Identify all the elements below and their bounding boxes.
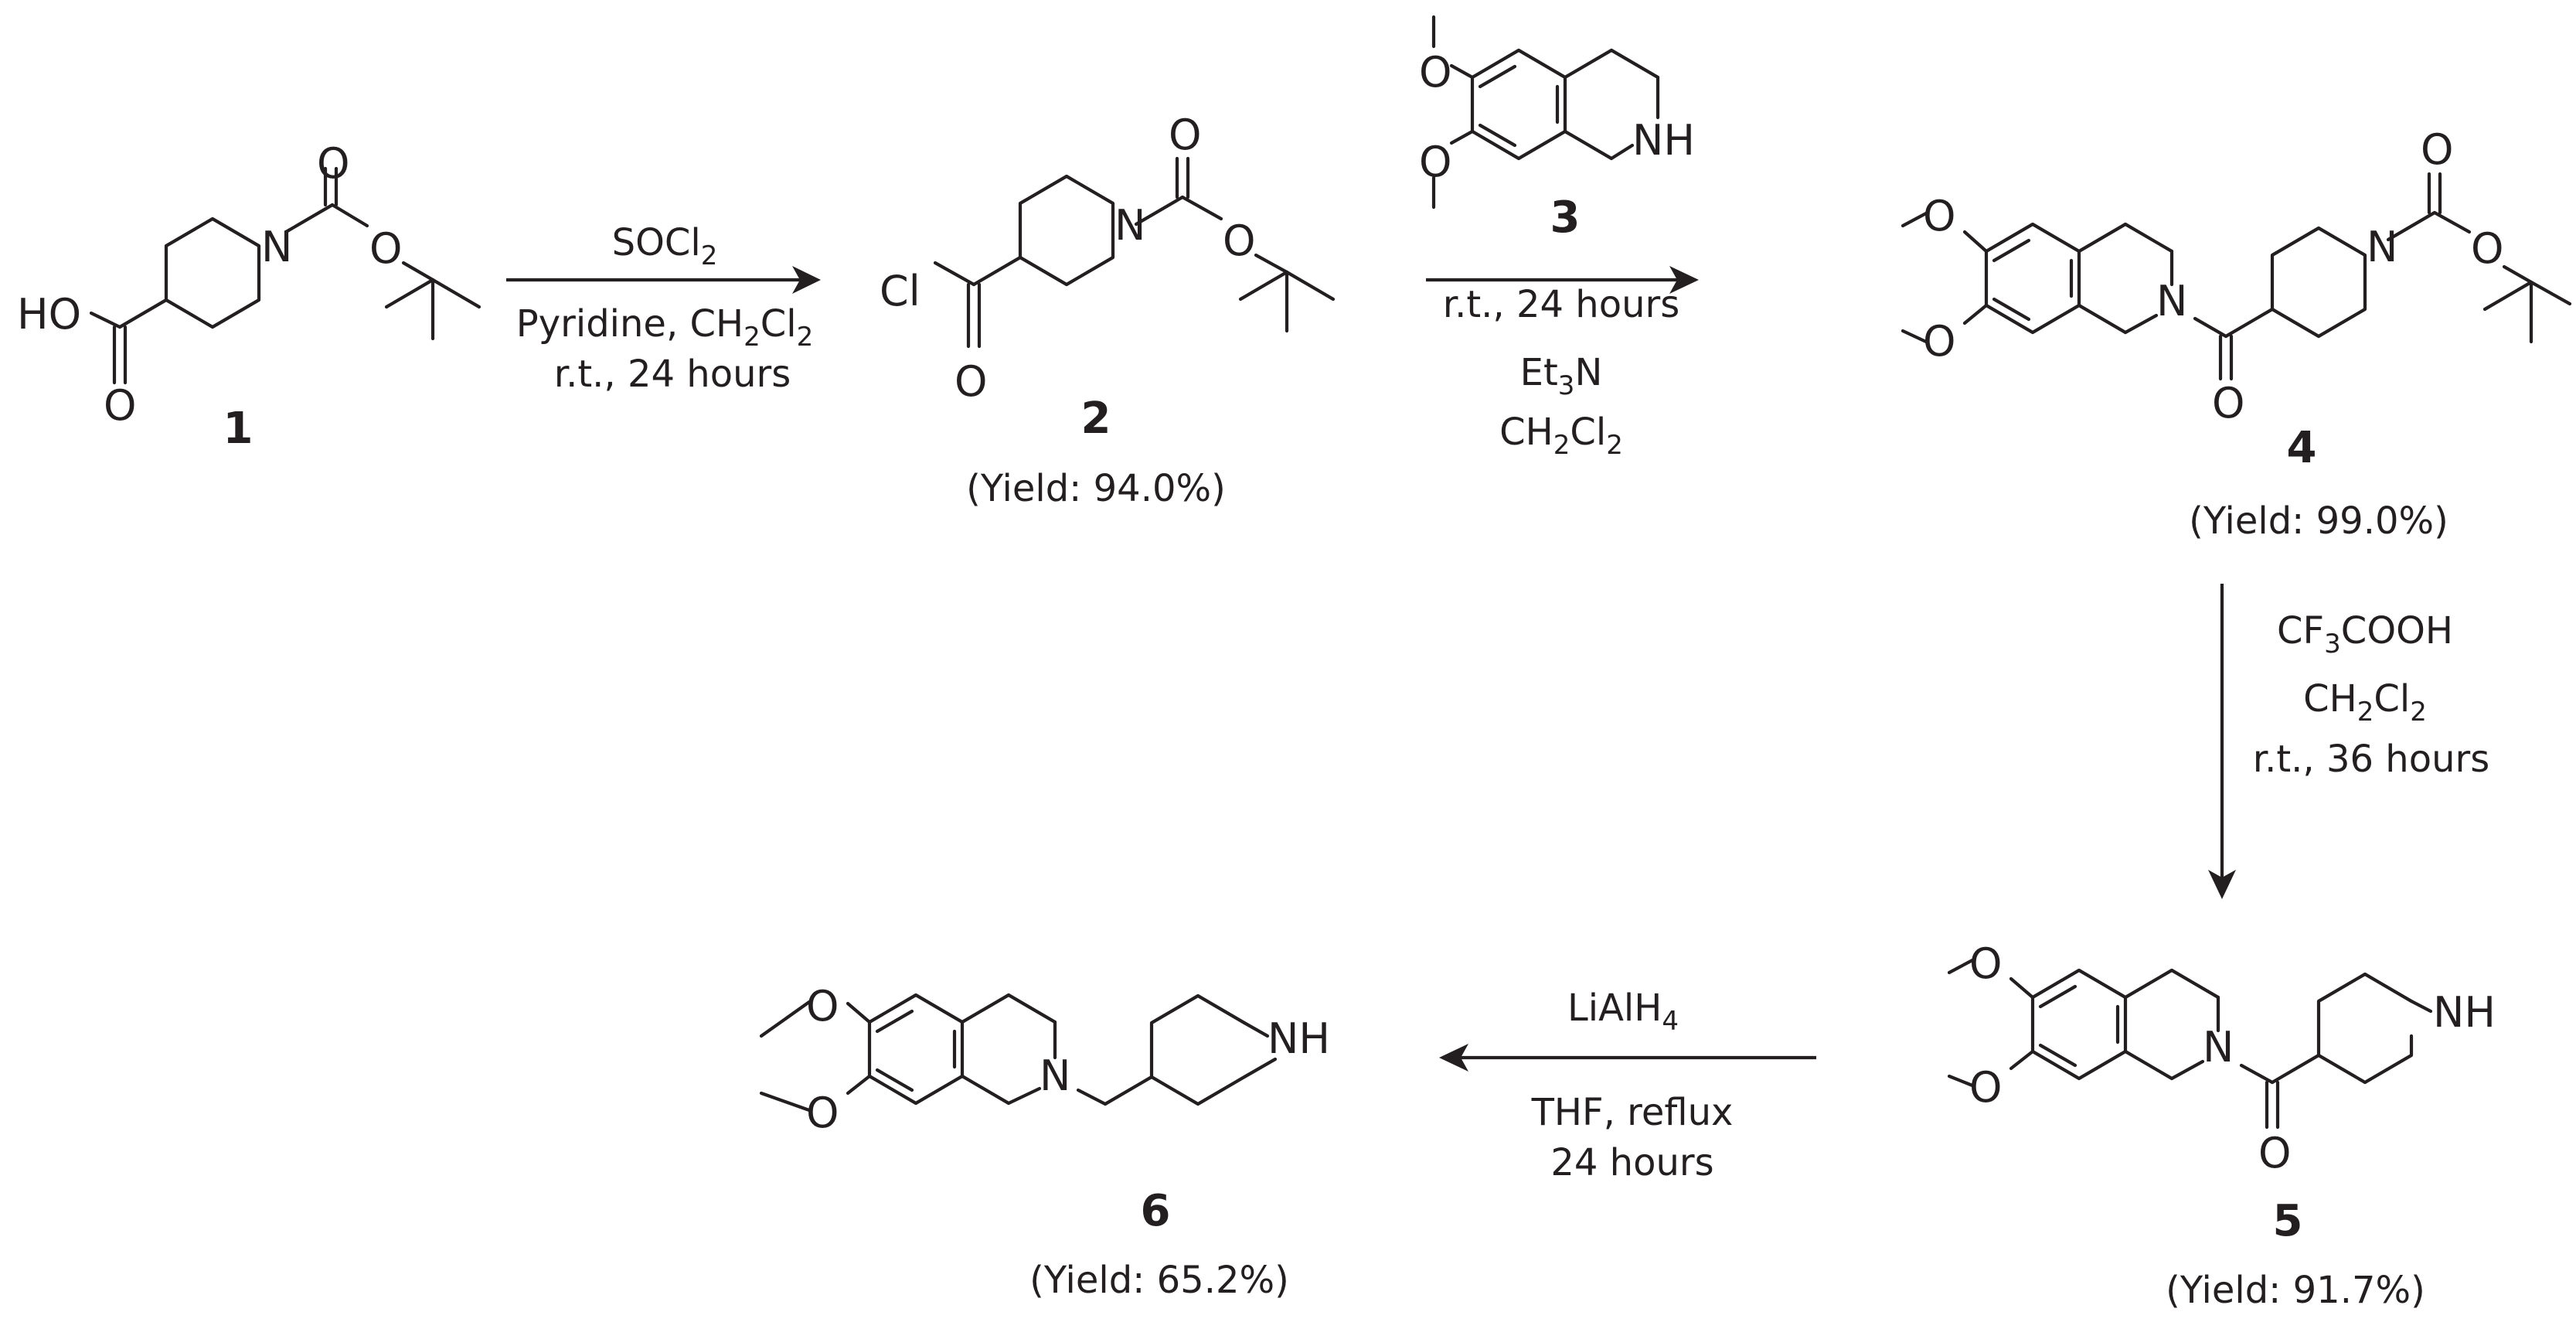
compound-6-label: 6 xyxy=(1141,1186,1171,1236)
condition-line: Et3N xyxy=(1520,351,1603,401)
compound-1-bonds xyxy=(164,216,261,329)
arrow-1-2 xyxy=(506,266,821,294)
condition-line: CH2Cl2 xyxy=(2303,677,2427,728)
compound-4-label: 4 xyxy=(2287,423,2317,473)
compound-5: O O N O NH 5 (Yield: 91.7%) xyxy=(1947,939,2496,1312)
condition-line: CF3COOH xyxy=(2277,609,2453,659)
compound-6-atom: N xyxy=(1040,1051,1070,1100)
compound-5-label: 5 xyxy=(2273,1196,2303,1246)
condition-line: 24 hours xyxy=(1550,1141,1713,1184)
compound-4-atom: N xyxy=(2156,277,2187,325)
compound-3-label: 3 xyxy=(1550,193,1581,243)
conditions-2: r.t., 24 hours Et3N CH2Cl2 xyxy=(1443,283,1679,461)
compound-5-atom: N xyxy=(2203,1023,2234,1072)
compound-4-atom: O xyxy=(1923,192,1956,240)
compound-2-yield: (Yield: 94.0%) xyxy=(966,467,1226,510)
condition-line: r.t., 24 hours xyxy=(1443,283,1679,326)
compound-2-atom: N xyxy=(1114,201,1145,250)
compound-6-atom: O xyxy=(806,1089,839,1137)
condition-line: CH2Cl2 xyxy=(1499,411,1623,461)
arrow-5-6 xyxy=(1439,1044,1816,1072)
compound-4-atom: O xyxy=(2421,125,2454,174)
compound-3-atom: O xyxy=(1419,48,1452,97)
compound-5-atom: O xyxy=(1969,1063,2003,1112)
compound-1-atom: O xyxy=(104,381,137,430)
compound-2-atom: O xyxy=(955,357,988,406)
compound-4-atom: O xyxy=(1923,317,1956,366)
condition-line: LiAlH4 xyxy=(1567,987,1679,1037)
compound-1-atom: O xyxy=(369,224,403,273)
compound-3: O O NH 3 xyxy=(1419,15,1695,243)
compound-6-yield: (Yield: 65.2%) xyxy=(1029,1259,1289,1302)
compound-6-atom: O xyxy=(806,982,839,1031)
compound-1-atom: O xyxy=(317,139,350,188)
condition-line: r.t., 36 hours xyxy=(2253,738,2489,781)
arrow-2-4 xyxy=(1426,266,1699,294)
compound-1-atom: HO xyxy=(17,290,81,339)
compound-5-atom: NH xyxy=(2433,988,2496,1037)
compound-5-yield: (Yield: 91.7%) xyxy=(2166,1269,2425,1312)
conditions-1: SOCl2 Pyridine, CH2Cl2 r.t., 24 hours xyxy=(516,221,813,396)
compound-1: HO O N O O 1 xyxy=(17,139,482,454)
compound-1-atom: N xyxy=(261,223,292,271)
compound-6-atom: NH xyxy=(1268,1014,1330,1063)
compound-4: O O N O N O O 4 (Yield: 99.0%) xyxy=(1901,125,2572,543)
compound-2-atom: Cl xyxy=(880,267,920,315)
compound-4-atom: O xyxy=(2471,224,2504,273)
condition-line: SOCl2 xyxy=(612,221,718,271)
compound-4-yield: (Yield: 99.0%) xyxy=(2189,499,2448,543)
compound-3-atom: O xyxy=(1419,138,1452,186)
compound-5-atom: O xyxy=(2258,1129,2292,1177)
compound-2-label: 2 xyxy=(1081,394,1111,444)
condition-line: Pyridine, CH2Cl2 xyxy=(516,302,813,353)
compound-1-label: 1 xyxy=(223,404,254,454)
compound-4-atom: N xyxy=(2367,223,2397,271)
condition-line: r.t., 24 hours xyxy=(554,353,791,396)
condition-line: THF, reflux xyxy=(1531,1091,1734,1134)
compound-3-atom: NH xyxy=(1632,116,1695,165)
arrow-4-5 xyxy=(2208,584,2236,899)
compound-4-atom: O xyxy=(2212,379,2245,428)
compound-2-atom: O xyxy=(1223,216,1256,265)
conditions-4: LiAlH4 THF, reflux 24 hours xyxy=(1531,987,1734,1184)
compound-5-atom: O xyxy=(1969,939,2003,988)
compound-2-atom: O xyxy=(1169,111,1202,159)
compound-6: O O N NH 6 (Yield: 65.2%) xyxy=(759,982,1330,1302)
conditions-3: CF3COOH CH2Cl2 r.t., 36 hours xyxy=(2253,609,2489,781)
compound-2: Cl O N O O 2 (Yield: 94.0%) xyxy=(880,111,1336,510)
